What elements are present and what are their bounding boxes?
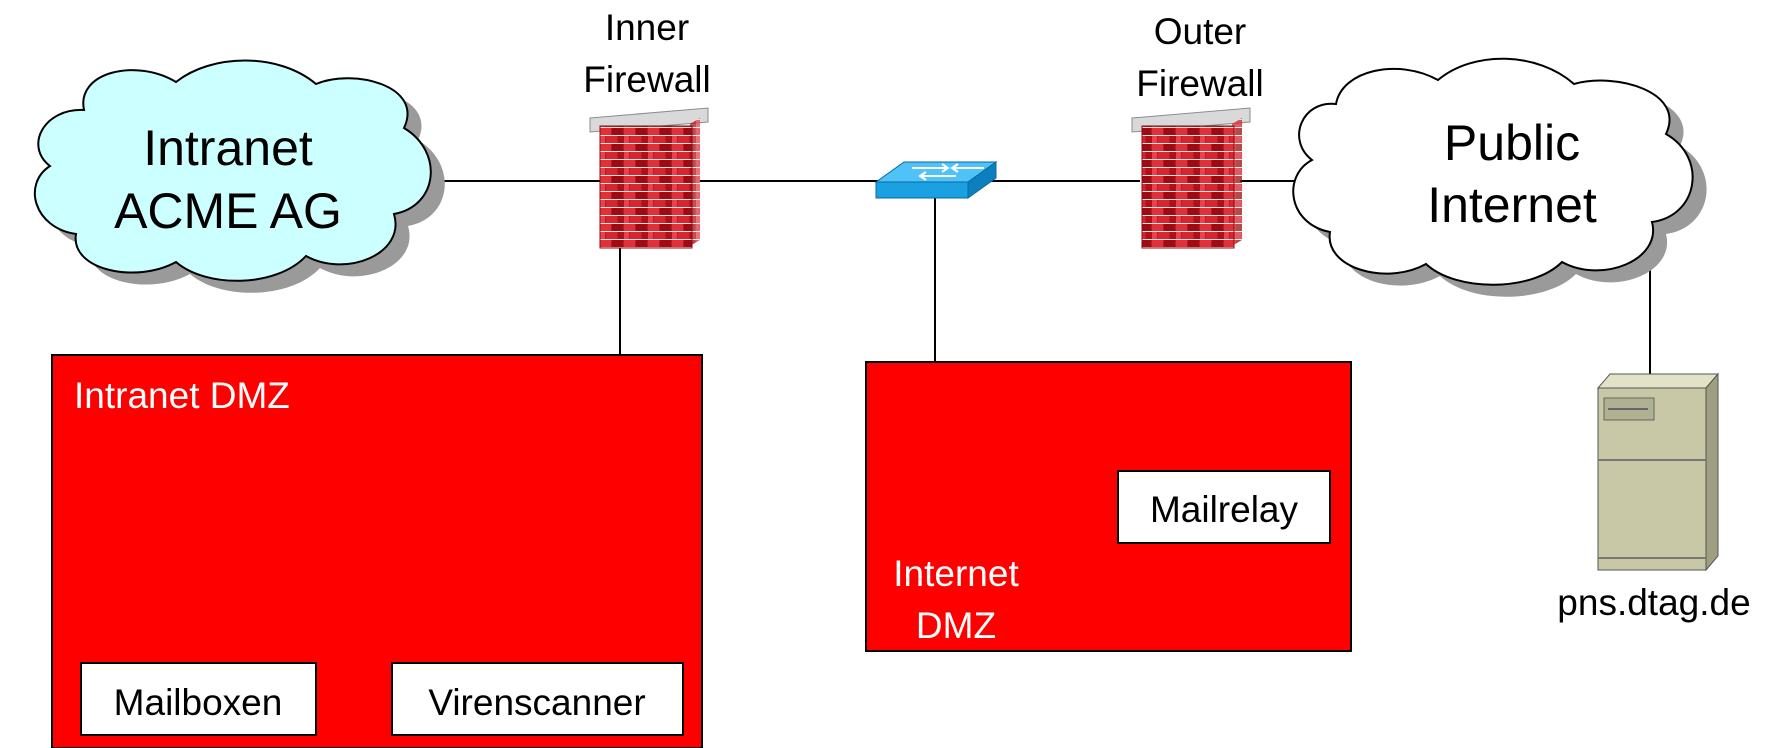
intranet-cloud-shape [33, 59, 432, 282]
outer-firewall-label-line2: Firewall [1136, 63, 1263, 104]
virenscanner-label: Virenscanner [428, 682, 645, 723]
internet-dmz-label-line2: DMZ [916, 605, 996, 646]
mailboxen-label: Mailboxen [114, 682, 283, 723]
mailrelay-box [1117, 470, 1331, 544]
outer-firewall: Outer Firewall [1131, 11, 1264, 249]
virenscanner-box [391, 662, 684, 736]
network-switch [874, 161, 998, 199]
server-side [1705, 372, 1719, 572]
inner-firewall-label-line1: Inner [605, 7, 689, 48]
switch-arrows-icon [912, 163, 984, 181]
inner-firewall: Inner Firewall [583, 7, 711, 249]
intranet-cloud-label-line1: Intranet [143, 120, 313, 176]
outer-firewall-label-line1: Outer [1154, 11, 1247, 52]
mailrelay-label: Mailrelay [1150, 489, 1299, 530]
internet-cloud-label-line1: Public [1444, 115, 1580, 171]
switch-side [967, 161, 997, 199]
server-label: pns.dtag.de [1557, 582, 1750, 623]
internet-cloud: Public Internet [1292, 57, 1707, 297]
inner-firewall-wall [599, 125, 693, 249]
intranet-cloud-label-line2: ACME AG [114, 183, 342, 239]
intranet-cloud: Intranet ACME AG [33, 59, 445, 293]
internet-dmz-label-line1: Internet [893, 553, 1019, 594]
intranet-dmz-zone: Intranet DMZ Mailboxen Virenscanner [51, 354, 703, 748]
mailboxen-box [80, 662, 317, 736]
server-top [1596, 373, 1720, 389]
internet-cloud-shape [1292, 57, 1694, 286]
inner-firewall-label-line2: Firewall [583, 59, 710, 100]
internet-dmz-zone: Mailrelay Internet DMZ [865, 361, 1352, 652]
intranet-dmz-label: Intranet DMZ [74, 375, 290, 416]
switch-front [875, 181, 969, 199]
internet-cloud-label-line2: Internet [1427, 177, 1597, 233]
outer-firewall-wall [1141, 125, 1235, 249]
server-icon: pns.dtag.de [1557, 372, 1751, 623]
